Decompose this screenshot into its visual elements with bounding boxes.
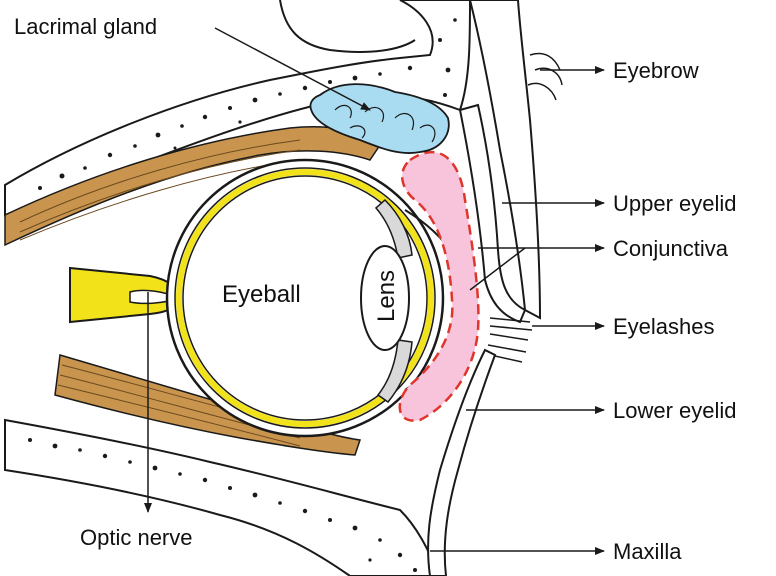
label-eyeball: Eyeball xyxy=(222,281,301,308)
label-conjunctiva: Conjunctiva xyxy=(613,236,729,261)
superior-muscle xyxy=(4,126,382,247)
label-maxilla: Maxilla xyxy=(613,539,682,564)
ciliary-body-lower xyxy=(376,339,413,404)
upper-bone-top-edge xyxy=(279,0,416,53)
label-lower-eyelid: Lower eyelid xyxy=(613,398,737,423)
conjunctiva-leader xyxy=(469,248,604,291)
lacrimal-gland-leader xyxy=(214,27,371,111)
label-lacrimal-gland: Lacrimal gland xyxy=(14,14,157,39)
label-eyelashes: Eyelashes xyxy=(613,314,715,339)
upper-eyelid xyxy=(458,103,527,324)
lower-orbital-bone xyxy=(4,418,442,576)
lacrimal-gland-lobules xyxy=(334,104,436,143)
retina-layer xyxy=(176,169,434,427)
label-lens: Lens xyxy=(373,270,400,322)
eyebrow-hair xyxy=(527,52,563,101)
lower-eyelid xyxy=(427,348,497,576)
lens-shape xyxy=(360,245,410,351)
lacrimal-gland-shape xyxy=(309,83,450,154)
upper-orbital-bone xyxy=(4,0,471,217)
label-upper-eyelid: Upper eyelid xyxy=(613,191,737,216)
retina-inner-edge xyxy=(182,175,428,421)
eyelashes xyxy=(485,317,533,363)
label-optic-nerve: Optic nerve xyxy=(80,525,193,550)
conjunctiva-shape xyxy=(398,150,480,422)
retina-outer-edge xyxy=(174,167,436,429)
eyeball-outer xyxy=(165,158,445,438)
forehead-skin xyxy=(468,0,542,320)
label-eyebrow: Eyebrow xyxy=(613,58,699,83)
lower-bone-dots xyxy=(28,438,417,572)
